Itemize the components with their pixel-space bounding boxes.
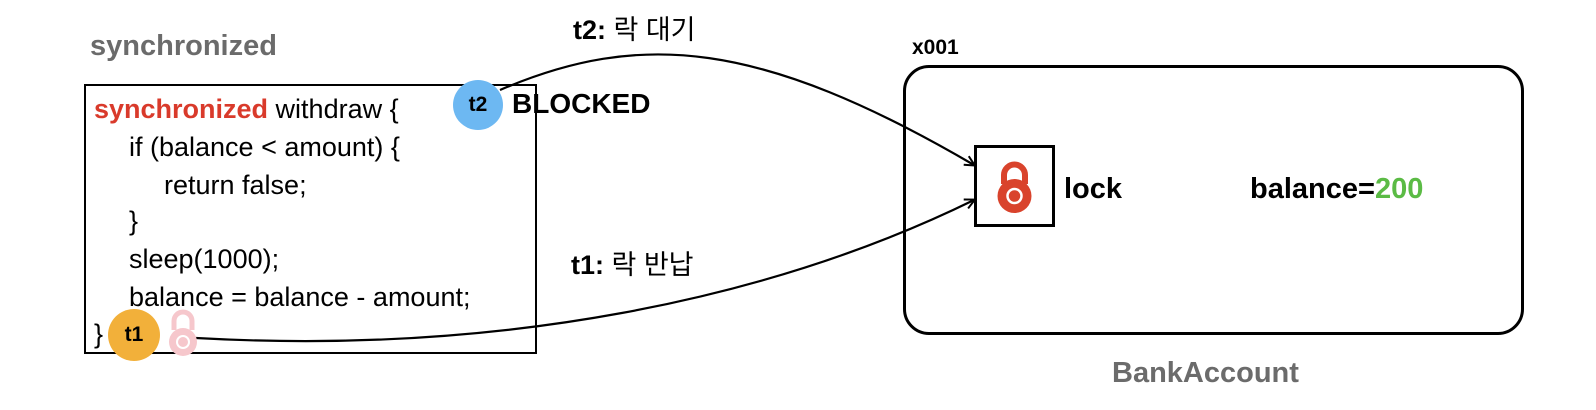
t2-state-label: BLOCKED <box>512 88 651 119</box>
code-line-7: } <box>94 319 104 349</box>
t2-arrow-label: t2: 락 대기 <box>573 8 696 47</box>
code-line-1: synchronized withdraw { <box>94 93 399 125</box>
lock-box <box>974 145 1055 227</box>
thread-t1-circle: t1 <box>108 309 160 361</box>
object-id: x001 <box>912 36 959 59</box>
t1-arrow-label: t1: 락 반납 <box>571 243 694 282</box>
balance-field: balance=200 <box>1250 173 1423 206</box>
lock-icon-faded <box>169 309 197 356</box>
object-name: BankAccount <box>1112 357 1299 389</box>
code-line-3: return false; <box>164 170 307 200</box>
code-line-4: } <box>129 206 139 236</box>
arrow-t2-wait <box>499 53 974 165</box>
object-box <box>903 65 1524 335</box>
synchronized-keyword: synchronized <box>94 94 269 124</box>
code-line-5: sleep(1000); <box>129 244 280 274</box>
t1-arrow-label-text: 락 반납 <box>604 250 694 280</box>
lock-label: lock <box>1064 173 1123 205</box>
code-line-1-text: withdraw { <box>268 94 399 124</box>
balance-label: balance= <box>1250 173 1375 205</box>
thread-t2-circle: t2 <box>453 80 503 130</box>
code-line-6: balance = balance - amount; <box>129 282 471 312</box>
t1-arrow-label-thread: t1: <box>571 250 604 280</box>
section-title: synchronized <box>90 30 277 62</box>
code-block: synchronized withdraw { if (balance < am… <box>84 84 537 354</box>
balance-value: 200 <box>1374 173 1424 205</box>
arrow-t1-release <box>195 200 974 343</box>
t2-arrow-label-text: 락 대기 <box>606 15 696 45</box>
lock-icon-active <box>997 161 1032 213</box>
code-line-2: if (balance < amount) { <box>129 132 400 162</box>
t2-arrow-label-thread: t2: <box>573 15 606 45</box>
